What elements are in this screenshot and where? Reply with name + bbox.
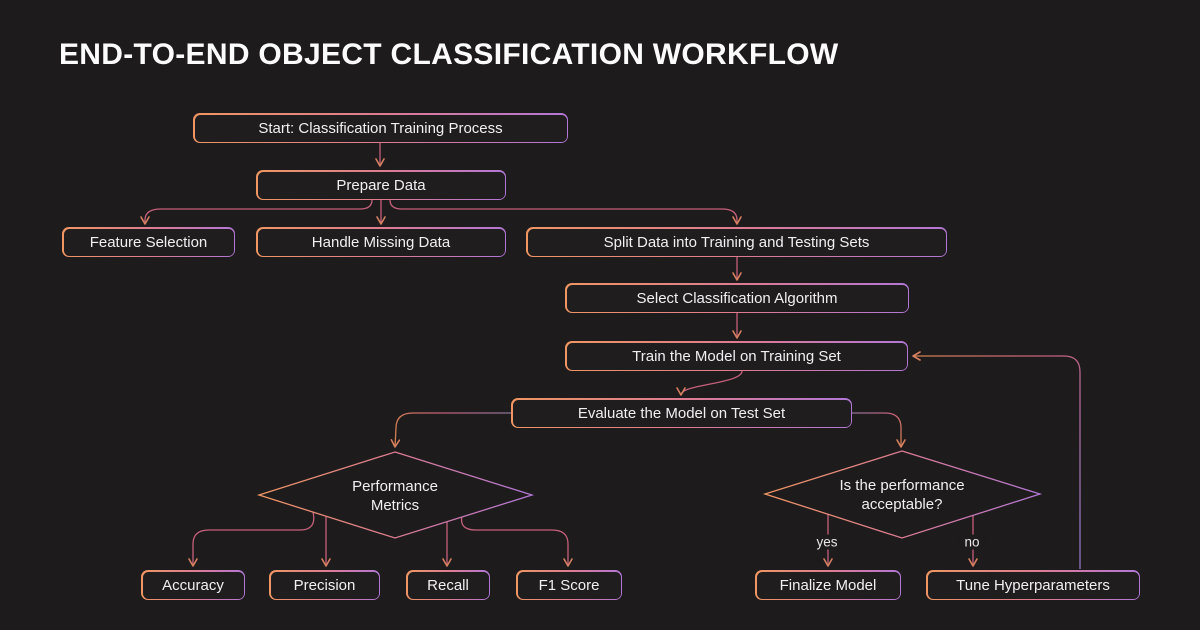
node-accuracy: Accuracy xyxy=(141,570,245,600)
node-train-model-label: Train the Model on Training Set xyxy=(632,347,841,365)
diamond-performance-metrics-label: Performance Metrics xyxy=(352,477,438,514)
node-evaluate-model-label: Evaluate the Model on Test Set xyxy=(577,404,786,422)
node-f1-score: F1 Score xyxy=(516,570,622,600)
node-f1-score-label: F1 Score xyxy=(538,576,600,594)
edge-label-yes: yes xyxy=(811,534,843,550)
node-train-model: Train the Model on Training Set xyxy=(565,341,908,371)
node-precision-label: Precision xyxy=(293,576,356,594)
edge-perf-f1 xyxy=(460,515,573,567)
node-precision: Precision xyxy=(269,570,380,600)
page-title: END-TO-END OBJECT CLASSIFICATION WORKFLO… xyxy=(59,38,839,71)
node-handle-missing-data: Handle Missing Data xyxy=(256,227,506,257)
node-accuracy-label: Accuracy xyxy=(162,576,224,594)
edge-train-evaluate xyxy=(676,370,743,396)
node-prepare-data-label: Prepare Data xyxy=(336,176,426,194)
node-recall: Recall xyxy=(406,570,490,600)
node-recall-label: Recall xyxy=(427,576,469,594)
node-start: Start: Classification Training Process xyxy=(193,113,568,143)
node-tune-hyperparameters-label: Tune Hyperparameters xyxy=(956,576,1110,594)
node-split-data: Split Data into Training and Testing Set… xyxy=(526,227,947,257)
edge-perf-accuracy xyxy=(188,511,315,567)
node-feature-selection-label: Feature Selection xyxy=(89,233,208,251)
edge-evaluate-perfmetrics xyxy=(390,412,511,448)
node-select-algorithm: Select Classification Algorithm xyxy=(565,283,909,313)
node-finalize-model: Finalize Model xyxy=(755,570,901,600)
edge-prepare-feature xyxy=(140,199,373,225)
edge-evaluate-acceptable xyxy=(852,412,906,448)
node-select-algorithm-label: Select Classification Algorithm xyxy=(636,289,838,307)
node-feature-selection: Feature Selection xyxy=(62,227,235,257)
edge-tune-train-loop xyxy=(912,351,1081,569)
edge-prepare-split xyxy=(389,199,742,225)
node-finalize-model-label: Finalize Model xyxy=(779,576,877,594)
diamond-is-performance-acceptable xyxy=(762,450,1043,539)
node-handle-missing-data-label: Handle Missing Data xyxy=(311,233,451,251)
node-tune-hyperparameters: Tune Hyperparameters xyxy=(926,570,1140,600)
node-start-label: Start: Classification Training Process xyxy=(258,119,503,137)
node-evaluate-model: Evaluate the Model on Test Set xyxy=(511,398,852,428)
diamond-is-performance-acceptable-label: Is the performance acceptable? xyxy=(839,476,965,513)
node-split-data-label: Split Data into Training and Testing Set… xyxy=(603,233,870,251)
diamond-performance-metrics xyxy=(256,451,535,539)
node-prepare-data: Prepare Data xyxy=(256,170,506,200)
edge-label-no: no xyxy=(959,534,985,550)
